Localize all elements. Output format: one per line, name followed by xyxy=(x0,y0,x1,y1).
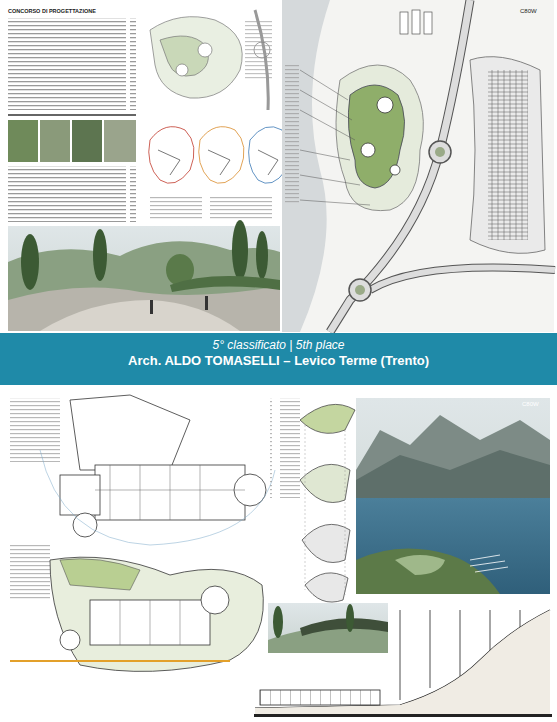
banner-band: Arch. ALDO TOMASELLI – Levico Terme (Tre… xyxy=(0,353,557,369)
board-heading: CONCORSO DI PROGETTAZIONE xyxy=(8,8,96,14)
board-code: C80W xyxy=(522,401,539,407)
banner-title: 5° classificato | 5th place xyxy=(0,338,557,352)
board-code: C80W xyxy=(520,8,537,14)
architect-name: Arch. ALDO TOMASELLI – Levico Terme (Tre… xyxy=(0,353,557,369)
